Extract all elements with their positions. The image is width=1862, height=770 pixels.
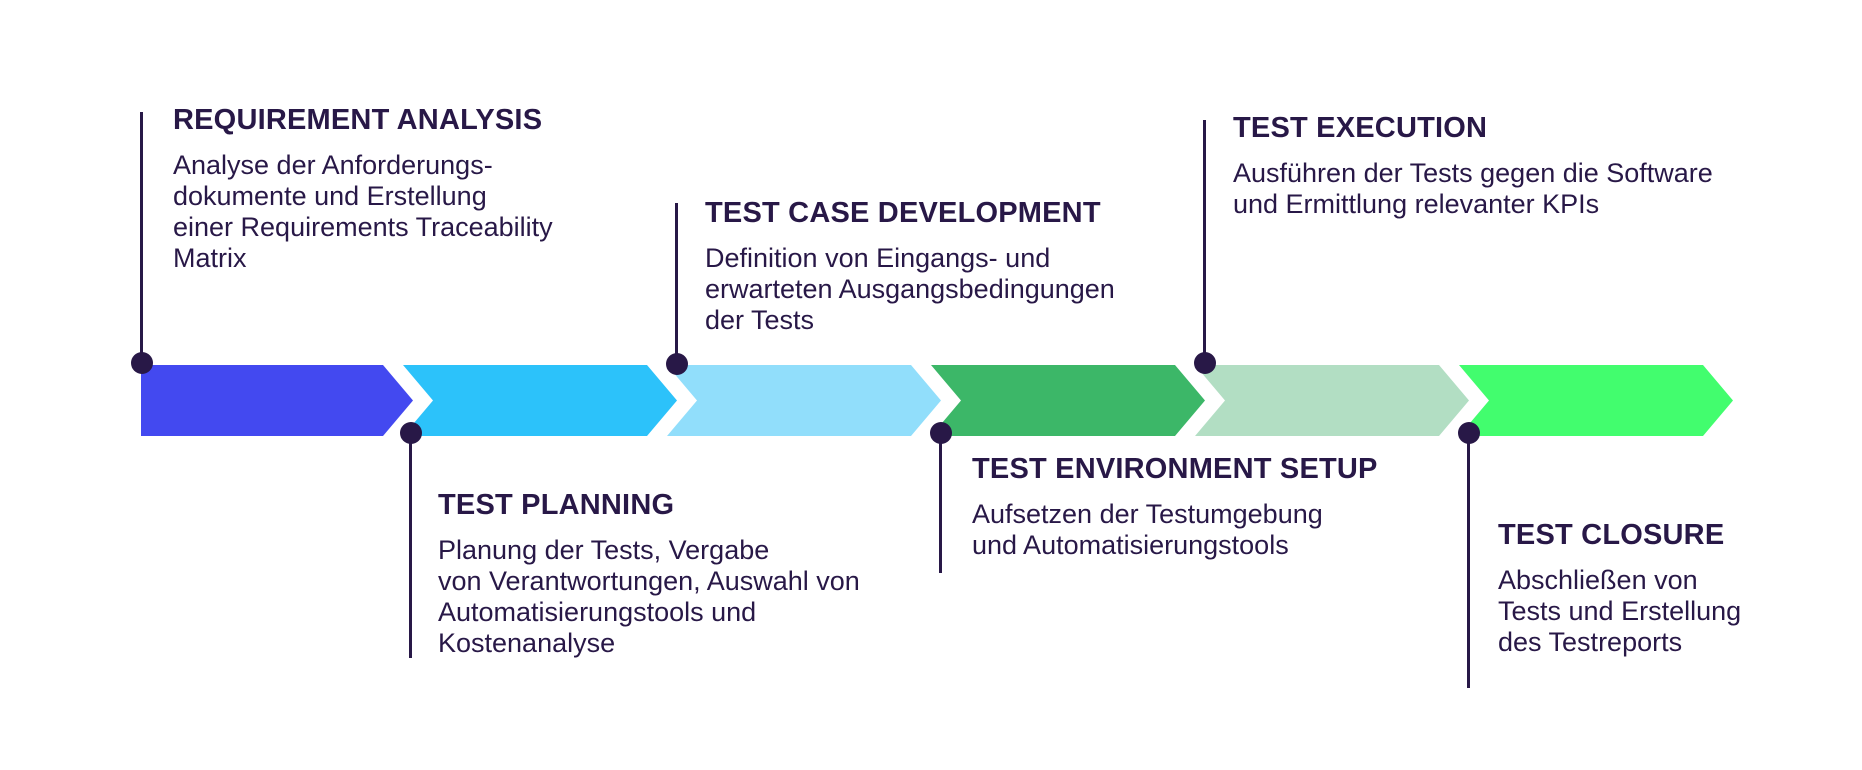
connector-line-requirement-analysis: [140, 112, 143, 363]
phase-description-test-case-development: Definition von Eingangs- und erwarteten …: [705, 243, 1115, 336]
phase-title-test-environment-setup: TEST ENVIRONMENT SETUP: [972, 453, 1378, 485]
arrow-test-environment-setup: [931, 365, 1205, 436]
phase-title-test-execution: TEST EXECUTION: [1233, 112, 1488, 144]
connector-line-test-planning: [409, 433, 412, 658]
phase-title-test-closure: TEST CLOSURE: [1498, 519, 1725, 551]
phase-title-test-planning: TEST PLANNING: [438, 489, 675, 521]
phase-block-requirement-analysis: REQUIREMENT ANALYSIS Analyse der Anforde…: [173, 104, 553, 274]
phase-description-test-closure: Abschließen von Tests und Erstellung des…: [1498, 565, 1742, 658]
phase-block-test-planning: TEST PLANNING Planung der Tests, Vergabe…: [438, 489, 860, 659]
arrow-test-closure: [1459, 365, 1733, 436]
arrow-test-execution: [1195, 365, 1469, 436]
phase-block-test-closure: TEST CLOSURE Abschließen von Tests und E…: [1498, 519, 1741, 658]
connector-line-test-environment-setup: [939, 433, 942, 573]
connector-dot-test-case-development: [666, 353, 688, 375]
phase-description-test-execution: Ausführen der Tests gegen die Software u…: [1233, 158, 1713, 220]
phase-description-requirement-analysis: Analyse der Anforderungs- dokumente und …: [173, 150, 553, 274]
arrow-requirement-analysis: [141, 365, 413, 436]
connector-dot-requirement-analysis: [131, 352, 153, 374]
connector-line-test-execution: [1203, 120, 1206, 363]
connector-dot-test-execution: [1194, 352, 1216, 374]
phase-description-test-environment-setup: Aufsetzen der Testumgebung und Automatis…: [972, 499, 1323, 561]
connector-dot-test-closure: [1458, 422, 1480, 444]
connector-dot-test-planning: [400, 422, 422, 444]
phase-title-test-case-development: TEST CASE DEVELOPMENT: [705, 197, 1101, 229]
phase-description-test-planning: Planung der Tests, Vergabe von Verantwor…: [438, 535, 860, 659]
phase-block-test-execution: TEST EXECUTION Ausführen der Tests gegen…: [1233, 112, 1713, 220]
connector-dot-test-environment-setup: [930, 422, 952, 444]
connector-line-test-closure: [1467, 433, 1470, 688]
arrow-test-planning: [403, 365, 677, 436]
phase-block-test-case-development: TEST CASE DEVELOPMENT Definition von Ein…: [705, 197, 1115, 336]
connector-line-test-case-development: [675, 203, 678, 364]
arrow-test-case-development: [667, 365, 941, 436]
phase-block-test-environment-setup: TEST ENVIRONMENT SETUP Aufsetzen der Tes…: [972, 453, 1378, 561]
phase-title-requirement-analysis: REQUIREMENT ANALYSIS: [173, 104, 543, 136]
